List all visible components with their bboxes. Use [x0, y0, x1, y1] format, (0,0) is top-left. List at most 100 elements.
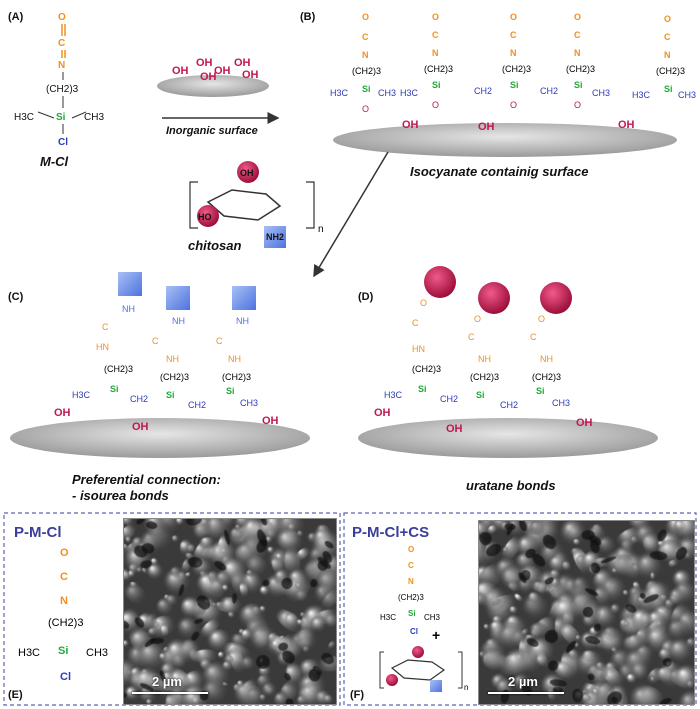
- svg-text:(CH2)3: (CH2)3: [160, 372, 189, 382]
- isocyanate-surface-caption: Isocyanate containig surface: [410, 164, 588, 179]
- svg-text:HN: HN: [412, 344, 425, 354]
- svg-text:N: N: [432, 48, 439, 58]
- svg-text:C: C: [510, 30, 517, 40]
- svg-text:O: O: [408, 545, 414, 554]
- svg-text:C: C: [574, 30, 581, 40]
- chitosan-caption: chitosan: [188, 238, 242, 253]
- isourea-chains: NH NH NH C C C HN NH NH (CH2)3 (CH2)3 (C…: [72, 272, 258, 410]
- svg-text:O: O: [510, 100, 517, 110]
- panel-b-label: (B): [300, 11, 316, 23]
- svg-text:(CH2)3: (CH2)3: [502, 64, 531, 74]
- svg-text:(CH2)3: (CH2)3: [398, 593, 424, 602]
- svg-text:H3C: H3C: [14, 112, 34, 123]
- svg-text:CH2: CH2: [130, 394, 148, 404]
- svg-text:HN: HN: [96, 342, 109, 352]
- svg-text:OH: OH: [54, 407, 71, 419]
- svg-text:N: N: [664, 50, 671, 60]
- svg-text:HO: HO: [198, 212, 212, 222]
- svg-text:(CH2)3: (CH2)3: [532, 372, 561, 382]
- svg-text:N: N: [510, 48, 517, 58]
- svg-text:(CH2)3: (CH2)3: [424, 64, 453, 74]
- svg-text:N: N: [58, 60, 65, 71]
- svg-text:C: C: [102, 322, 109, 332]
- svg-text:CH3: CH3: [240, 398, 258, 408]
- svg-text:Cl: Cl: [410, 627, 418, 636]
- svg-text:Si: Si: [418, 384, 427, 394]
- svg-text:O: O: [432, 100, 439, 110]
- svg-text:O: O: [574, 12, 581, 22]
- svg-text:C: C: [216, 336, 223, 346]
- svg-text:NH: NH: [172, 316, 185, 326]
- svg-text:(CH2)3: (CH2)3: [566, 64, 595, 74]
- isocyanate-surface: [333, 123, 677, 157]
- panel-e-label: (E): [8, 689, 23, 701]
- svg-text:CH3: CH3: [378, 88, 396, 98]
- svg-text:C: C: [432, 30, 439, 40]
- svg-text:Si: Si: [110, 384, 119, 394]
- svg-text:NH: NH: [478, 354, 491, 364]
- surface-d: [358, 418, 658, 458]
- svg-text:(CH2)3: (CH2)3: [412, 364, 441, 374]
- m-cl-molecule-f: O C N (CH2)3 Si H3C CH3 Cl: [380, 545, 441, 636]
- m-cl-molecule-e: O C N (CH2)3 Si H3C CH3 Cl: [18, 547, 108, 683]
- svg-text:O: O: [420, 298, 427, 308]
- inorganic-surface-caption: Inorganic surface: [166, 125, 258, 137]
- svg-text:C: C: [60, 571, 68, 583]
- reaction-arrow-2: [313, 151, 389, 278]
- svg-text:C: C: [530, 332, 537, 342]
- svg-text:C: C: [412, 318, 419, 328]
- panel-c-label: (C): [8, 291, 24, 303]
- sem-image-left: [123, 518, 337, 705]
- svg-text:OH: OH: [240, 168, 254, 178]
- svg-text:O: O: [574, 100, 581, 110]
- m-cl-molecule: O C N (CH2)3 Si H3C CH3 Cl: [14, 12, 104, 148]
- svg-text:(CH2)3: (CH2)3: [222, 372, 251, 382]
- svg-text:OH: OH: [196, 57, 213, 69]
- svg-text:C: C: [152, 336, 159, 346]
- svg-text:Si: Si: [408, 609, 416, 618]
- svg-text:Si: Si: [362, 84, 371, 94]
- svg-text:OH: OH: [618, 119, 635, 131]
- svg-text:CH3: CH3: [678, 90, 696, 100]
- svg-text:C: C: [664, 32, 671, 42]
- svg-text:NH: NH: [166, 354, 179, 364]
- svg-text:(CH2)3: (CH2)3: [352, 66, 381, 76]
- svg-text:O: O: [538, 314, 545, 324]
- svg-text:O: O: [510, 12, 517, 22]
- preferential-caption-1: Preferential connection:: [72, 472, 221, 487]
- m-cl-caption: M-Cl: [40, 154, 69, 169]
- panel-a-label: (A): [8, 11, 24, 23]
- svg-text:Si: Si: [58, 645, 68, 657]
- svg-text:Cl: Cl: [58, 137, 68, 148]
- svg-text:CH3: CH3: [424, 613, 441, 622]
- svg-text:N: N: [362, 50, 369, 60]
- panel-e-title: P-M-Cl: [14, 524, 62, 541]
- svg-text:Si: Si: [574, 80, 583, 90]
- scale-label-right: 2 µm: [508, 674, 538, 689]
- svg-text:Si: Si: [226, 386, 235, 396]
- svg-text:n: n: [318, 224, 324, 235]
- plus-sign: +: [432, 627, 440, 643]
- svg-text:(CH2)3: (CH2)3: [48, 617, 83, 629]
- svg-text:Si: Si: [56, 112, 66, 123]
- svg-text:H3C: H3C: [330, 88, 349, 98]
- surface-c: [10, 418, 310, 458]
- svg-text:NH: NH: [228, 354, 241, 364]
- isocyanate-chains: O C N (CH2)3 Si H3C CH3 O O C N (CH2)3 S…: [330, 12, 696, 114]
- svg-text:Si: Si: [432, 80, 441, 90]
- svg-text:H3C: H3C: [18, 647, 40, 659]
- svg-text:C: C: [468, 332, 475, 342]
- svg-text:OH: OH: [576, 417, 593, 429]
- panel-d-label: (D): [358, 291, 374, 303]
- svg-text:(CH2)3: (CH2)3: [656, 66, 685, 76]
- svg-text:H3C: H3C: [384, 390, 403, 400]
- svg-text:n: n: [464, 683, 468, 692]
- inorganic-surface: OH OH OH OH OH OH: [157, 57, 269, 97]
- svg-text:OH: OH: [234, 57, 251, 69]
- svg-text:O: O: [432, 12, 439, 22]
- svg-text:N: N: [60, 595, 68, 607]
- svg-text:O: O: [60, 547, 69, 559]
- svg-text:N: N: [408, 577, 414, 586]
- panel-f-title: P-M-Cl+CS: [352, 524, 429, 541]
